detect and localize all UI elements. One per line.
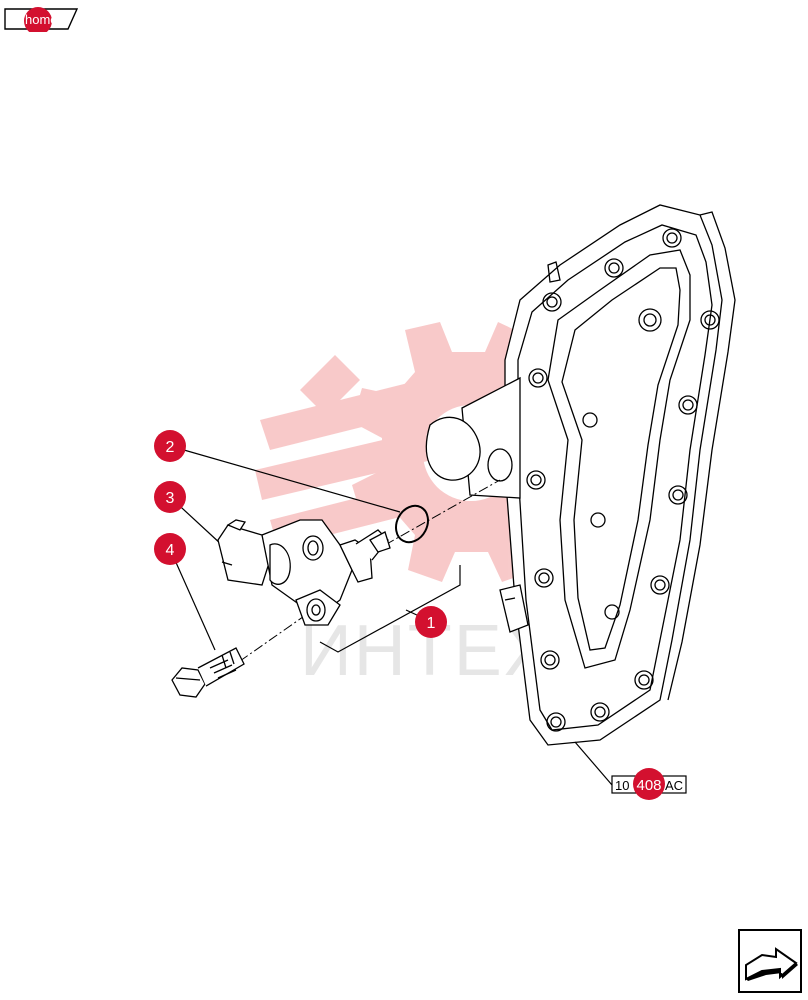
reference-link[interactable]: 10 AC 408	[611, 768, 687, 800]
next-page-button[interactable]	[738, 929, 802, 993]
reference-badge: 408	[636, 777, 661, 794]
housing-bolt-holes	[526, 228, 720, 732]
callout-4[interactable]: 4	[154, 533, 186, 565]
callout-2-label: 2	[166, 439, 175, 456]
o-ring-part	[395, 504, 429, 544]
home-button[interactable]: home	[4, 6, 80, 32]
sensor-part	[217, 519, 391, 626]
callout-2[interactable]: 2	[154, 430, 186, 462]
callout-3-label: 3	[166, 490, 175, 507]
home-tab-shape	[4, 7, 79, 32]
housing-plate	[425, 204, 736, 746]
callout-1[interactable]: 1	[415, 606, 447, 638]
bolt-part	[171, 647, 245, 698]
callout-3[interactable]: 3	[154, 481, 186, 513]
reference-prefix: 10	[615, 778, 629, 793]
home-label: home	[25, 12, 58, 27]
leader-line-ref	[574, 741, 613, 786]
callout-1-label: 1	[427, 615, 436, 632]
callout-4-label: 4	[166, 542, 175, 559]
reference-suffix: AC	[665, 778, 683, 793]
leader-line-4	[169, 548, 216, 651]
leader-line-2	[169, 445, 401, 513]
next-page-arrow-icon	[745, 947, 798, 981]
